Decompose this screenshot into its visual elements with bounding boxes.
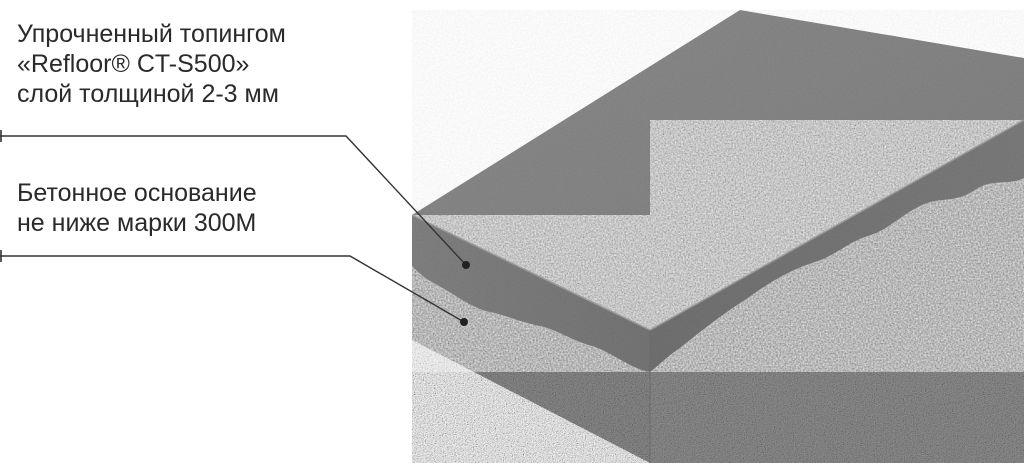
topping-layer-front-face bbox=[412, 215, 650, 372]
topping-leader-line bbox=[0, 135, 467, 266]
topping-label-line-1: Упрочненный топингом bbox=[17, 20, 286, 48]
topping-layer-side-face bbox=[650, 120, 1024, 372]
base-label-line-2: не ниже марки 300М bbox=[17, 209, 257, 237]
topping-label-line-3: слой толщиной 2-3 мм bbox=[17, 80, 279, 108]
topping-label-line-2: «Refloor® CT-S500» bbox=[17, 50, 250, 78]
base-label-line-1: Бетонное основание bbox=[17, 179, 257, 207]
slab-top-surface bbox=[412, 10, 1024, 330]
topping-layer-label: Упрочненный топингом «Refloor® CT-S500» … bbox=[17, 19, 286, 109]
base-leader-line bbox=[0, 255, 465, 323]
base-leader-dot bbox=[460, 318, 468, 326]
concrete-base-label: Бетонное основание не ниже марки 300М bbox=[17, 178, 257, 238]
topping-leader-dot bbox=[462, 261, 470, 269]
concrete-base-side-face bbox=[650, 120, 1024, 463]
